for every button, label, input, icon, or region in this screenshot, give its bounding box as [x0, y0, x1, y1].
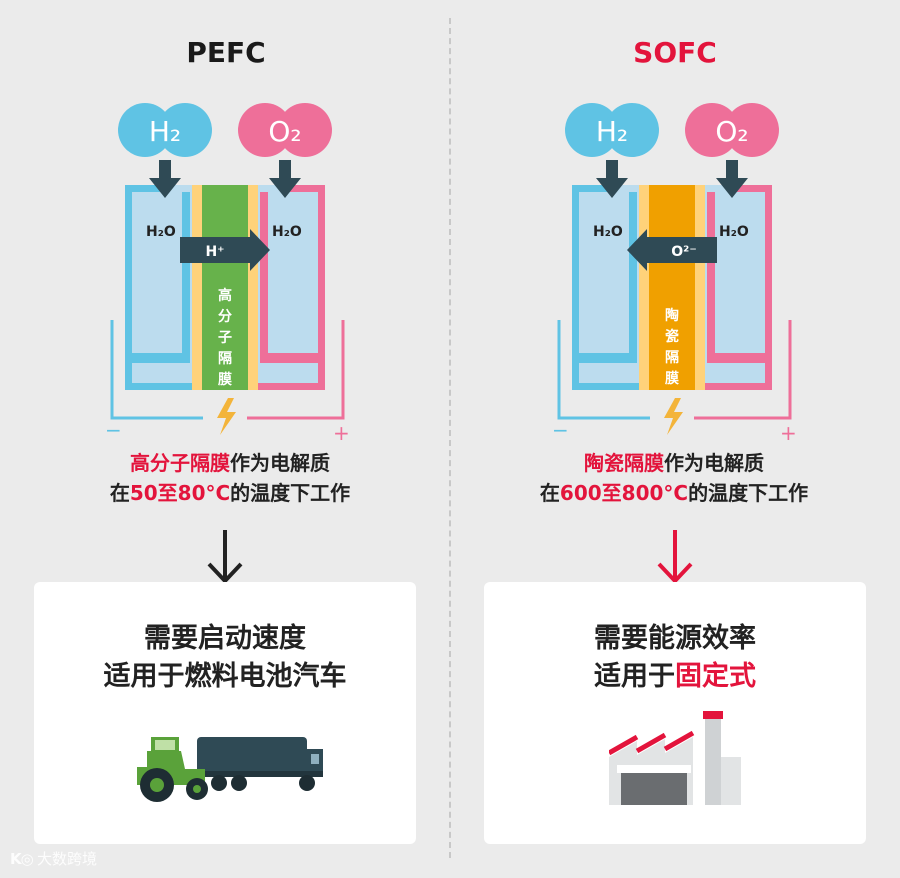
pefc-card-line-2: 适用于燃料电池汽车 — [103, 661, 347, 692]
sofc-caption-text: 作为电解质 — [664, 451, 764, 475]
pefc-ion-label: H⁺ — [205, 244, 224, 260]
sofc-caption-highlight: 陶瓷隔膜 — [584, 451, 664, 475]
sofc-membrane-char-3: 隔 — [665, 350, 679, 366]
sofc-o2-bubble: O₂ — [685, 103, 779, 157]
sofc-h2-bubble: H₂ — [565, 103, 659, 157]
sofc-result-card: 需要能源效率 适用于固定式 — [484, 582, 866, 844]
pefc-caption-suffix: 的温度下工作 — [230, 481, 351, 505]
sofc-temperature: 600至800°C — [559, 481, 689, 505]
pefc-terminal-minus: − — [105, 418, 122, 442]
pefc-water-right: H₂O — [272, 224, 302, 240]
pefc-caption-highlight: 高分子隔膜 — [130, 451, 230, 475]
svg-text:O₂: O₂ — [268, 115, 301, 148]
sofc-down-arrow-icon — [657, 530, 693, 584]
pefc-o2-bubble: O₂ — [238, 103, 332, 157]
tractor-truck-icon — [137, 737, 323, 802]
lightning-icon — [217, 398, 236, 435]
sofc-water-left: H₂O — [593, 224, 623, 240]
pefc-ion-arrow-icon — [180, 229, 270, 271]
sofc-card-line-2: 适用于 — [594, 661, 675, 692]
sofc-h2-arrow-icon — [596, 160, 628, 198]
svg-text:H₂: H₂ — [149, 115, 181, 148]
sofc-terminal-minus: − — [552, 418, 569, 442]
pefc-cell-diagram: − + H₂ O₂ H₂O H₂O H⁺ 高 分 子 隔 膜 — [105, 103, 350, 445]
pefc-membrane — [202, 185, 248, 390]
watermark: K◎ 大数跨境 — [10, 848, 97, 869]
center-divider — [449, 18, 451, 858]
pefc-membrane-char-3: 子 — [218, 330, 232, 346]
pefc-water-left: H₂O — [146, 224, 176, 240]
pefc-membrane-char-4: 隔 — [218, 351, 232, 367]
sofc-membrane — [649, 185, 695, 390]
watermark-text: 大数跨境 — [36, 850, 97, 868]
pefc-membrane-char-2: 分 — [218, 309, 232, 325]
sofc-membrane-char-4: 膜 — [665, 370, 679, 387]
sofc-ion-arrow-icon — [627, 229, 717, 271]
sofc-title: SOFC — [633, 36, 717, 69]
sofc-ion-label: O²⁻ — [671, 244, 696, 260]
pefc-result-card: 需要启动速度 适用于燃料电池汽车 — [34, 582, 416, 844]
pefc-h2-bubble: H₂ — [118, 103, 212, 157]
sofc-card-highlight: 固定式 — [675, 661, 756, 692]
pefc-h2-arrow-icon — [149, 160, 181, 198]
sofc-caption: 陶瓷隔膜作为电解质 在600至800°C的温度下工作 — [494, 448, 854, 508]
pefc-card-line-1: 需要启动速度 — [144, 623, 306, 654]
sofc-cell-diagram: − + H₂ O₂ H₂O H₂O O²⁻ 陶 瓷 隔 膜 — [552, 103, 797, 445]
sofc-card-line-1: 需要能源效率 — [594, 623, 756, 654]
lightning-icon — [664, 398, 683, 435]
sofc-caption-suffix: 的温度下工作 — [688, 481, 809, 505]
pefc-caption-prefix: 在 — [109, 481, 130, 505]
sofc-membrane-char-1: 陶 — [665, 307, 679, 324]
sofc-terminal-plus: + — [780, 421, 797, 445]
sofc-water-right: H₂O — [719, 224, 749, 240]
pefc-temperature: 50至80°C — [129, 481, 231, 505]
sofc-caption-prefix: 在 — [539, 481, 560, 505]
svg-text:O₂: O₂ — [715, 115, 748, 148]
svg-text:H₂: H₂ — [596, 115, 628, 148]
pefc-o2-arrow-icon — [269, 160, 301, 198]
pefc-terminal-plus: + — [333, 421, 350, 445]
pefc-caption-text: 作为电解质 — [230, 451, 330, 475]
pefc-down-arrow-icon — [207, 530, 243, 584]
pefc-title: PEFC — [186, 36, 266, 69]
factory-icon — [609, 711, 741, 805]
sofc-membrane-char-2: 瓷 — [665, 328, 679, 345]
pefc-membrane-char-1: 高 — [218, 287, 232, 304]
sofc-o2-arrow-icon — [716, 160, 748, 198]
pefc-membrane-char-5: 膜 — [218, 371, 232, 388]
watermark-logo-icon: K◎ — [10, 850, 37, 868]
pefc-caption: 高分子隔膜作为电解质 在50至80°C的温度下工作 — [50, 448, 410, 508]
